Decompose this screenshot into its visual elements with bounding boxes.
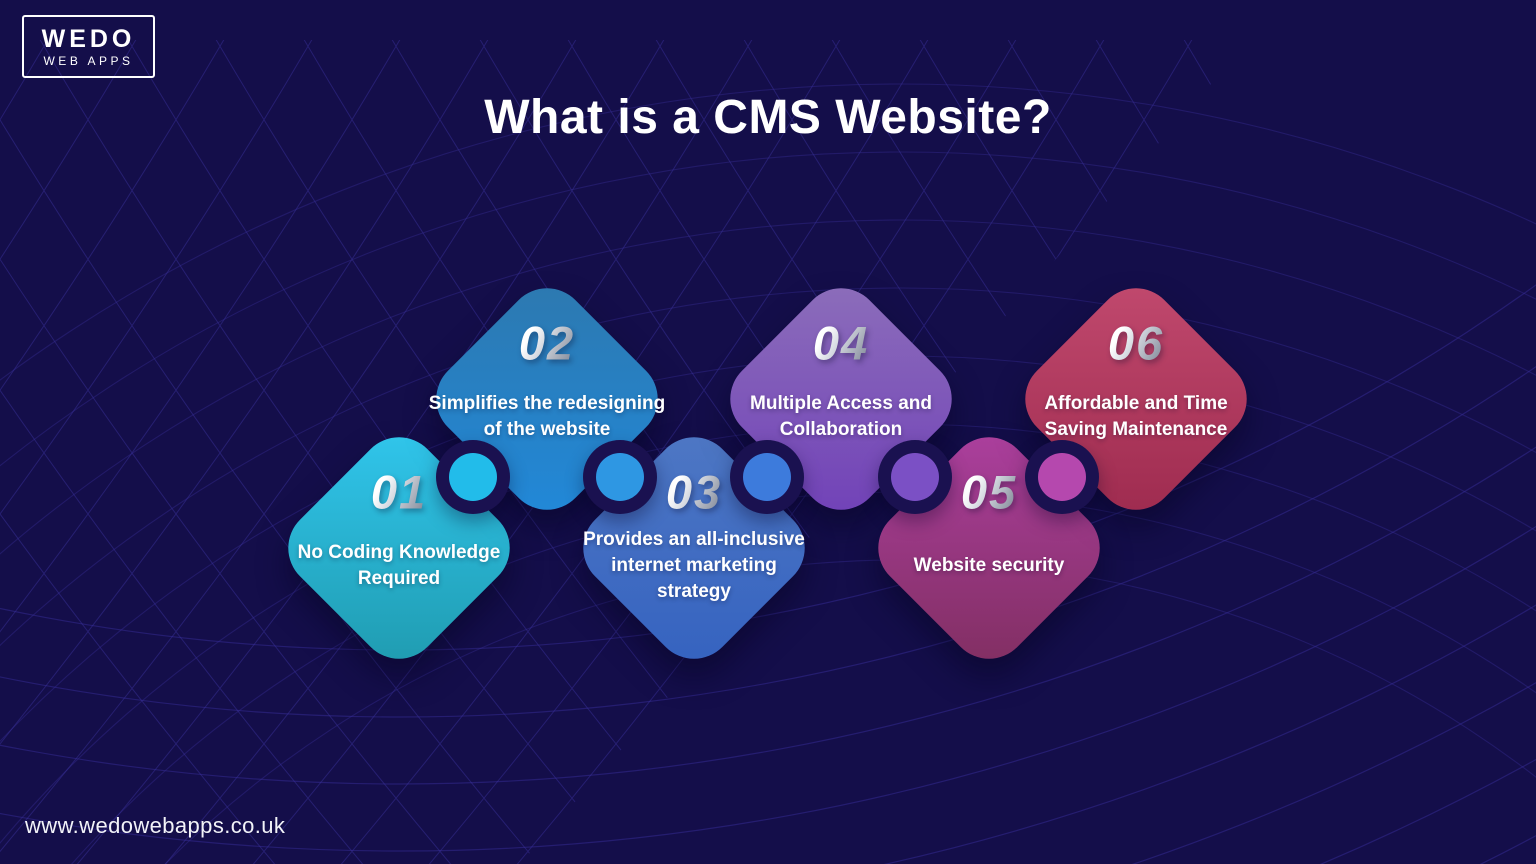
step-label: Multiple Access and Collaboration xyxy=(750,393,932,440)
step-label: No Coding Knowledge Required xyxy=(297,542,501,589)
connector-dot-fill xyxy=(1038,453,1086,501)
step-number: 04 xyxy=(812,316,870,370)
connector-dot-5 xyxy=(1025,440,1099,514)
step-label: Website security xyxy=(913,555,1065,576)
connector-dot-2 xyxy=(583,440,657,514)
step-number: 02 xyxy=(518,316,576,370)
website-url[interactable]: www.wedowebapps.co.uk xyxy=(25,813,286,838)
step-number: 01 xyxy=(370,465,428,519)
connector-dot-3 xyxy=(730,440,804,514)
page-title: What is a CMS Website? xyxy=(484,91,1052,144)
logo: WEDO WEB APPS xyxy=(22,15,155,78)
step-label: Affordable and Time Saving Maintenance xyxy=(1044,393,1228,440)
step-number: 05 xyxy=(960,465,1018,519)
logo-wordmark: WEDO xyxy=(41,24,136,53)
connector-dot-fill xyxy=(891,453,939,501)
connector-dot-fill xyxy=(743,453,791,501)
step-label: Provides an all-inclusive internet marke… xyxy=(583,529,805,602)
step-number: 06 xyxy=(1107,316,1165,370)
connector-dot-1 xyxy=(436,440,510,514)
step-label: Simplifies the redesigning of the websit… xyxy=(428,393,666,440)
step-number: 03 xyxy=(665,465,723,519)
connector-dot-4 xyxy=(878,440,952,514)
connector-dot-fill xyxy=(596,453,644,501)
logo-subtitle: WEB APPS xyxy=(43,53,134,68)
connector-dot-fill xyxy=(449,453,497,501)
